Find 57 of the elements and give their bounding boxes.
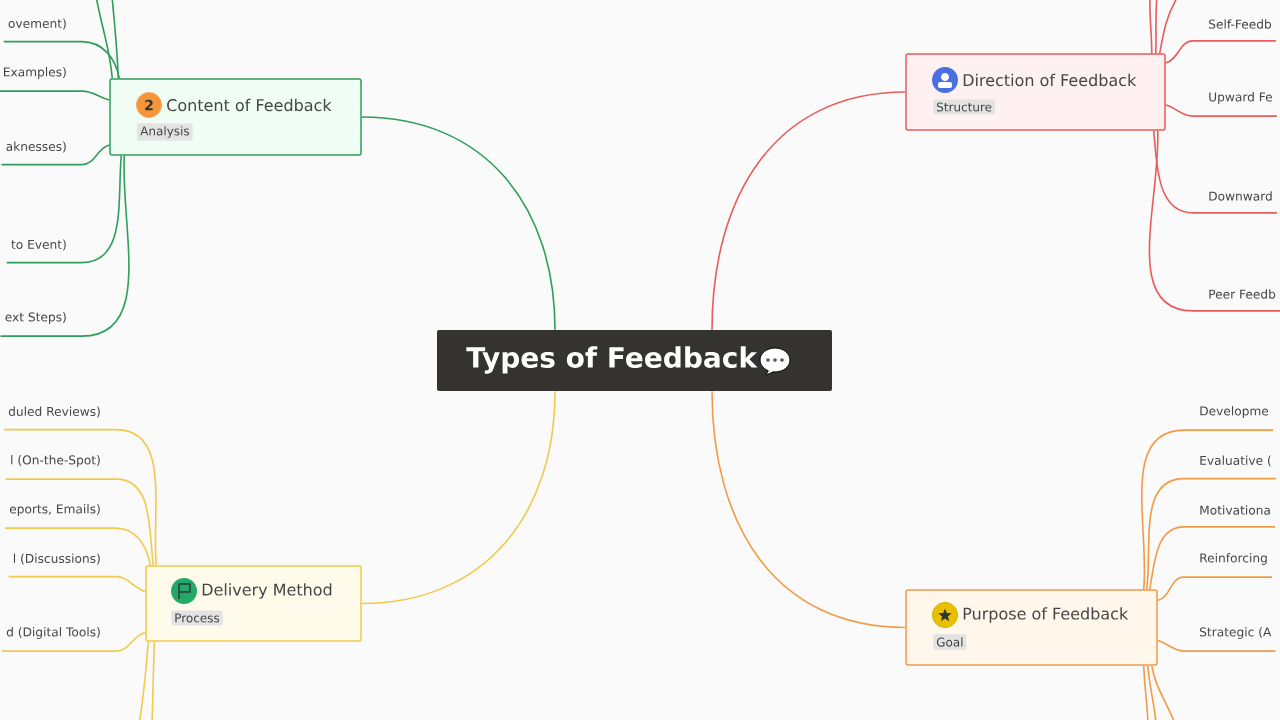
central-topic-box: Types of Feedback xyxy=(437,330,832,391)
branch-line xyxy=(1158,0,1179,55)
branch-line xyxy=(1142,664,1149,720)
branch-label: duled Reviews) xyxy=(8,406,100,418)
branch-label: Downward xyxy=(1209,191,1272,201)
branch-label: Peer Feedb xyxy=(1209,289,1276,299)
branch-line xyxy=(1150,664,1176,720)
branch-label: Evaluative ( xyxy=(1200,455,1271,467)
branch-label: Motivationa xyxy=(1200,505,1270,515)
branch-label: to Event) xyxy=(11,239,66,251)
tag-label: Structure xyxy=(933,99,996,115)
branch-label: aknesses) xyxy=(6,141,66,153)
branch-line xyxy=(2,40,121,80)
branch-line xyxy=(0,90,111,101)
branch-line xyxy=(1152,129,1278,214)
branch-line xyxy=(151,640,156,720)
branch-label: ovement) xyxy=(8,18,66,30)
branch-line xyxy=(1149,0,1153,55)
branch-line xyxy=(111,0,120,80)
branch-label: Examples) xyxy=(3,67,66,79)
branch-line xyxy=(711,91,907,331)
branch-label: Strategic (A xyxy=(1200,627,1272,639)
branch-label: l (Discussions) xyxy=(13,553,100,565)
branch-line xyxy=(138,640,150,720)
branch-line xyxy=(1141,429,1274,591)
branch-label: ext Steps) xyxy=(5,312,66,324)
tag-label: Analysis xyxy=(137,123,193,141)
branch-line xyxy=(1148,129,1280,312)
branch-line xyxy=(360,390,556,605)
branch-label: eports, Emails) xyxy=(9,504,100,516)
branch-label: l (On-the-Spot) xyxy=(11,455,100,467)
branch-line xyxy=(1156,576,1273,602)
branch-line xyxy=(1145,477,1277,591)
branch-line xyxy=(1,631,147,652)
branch-line xyxy=(6,154,123,264)
branch-label: Reinforcing xyxy=(1200,553,1267,565)
branch-line xyxy=(1146,664,1157,720)
branch-line xyxy=(7,575,147,593)
branch-line xyxy=(5,478,155,567)
branch-line xyxy=(360,116,556,331)
branch-line xyxy=(4,527,152,567)
branch-line xyxy=(1164,40,1277,64)
branch-label: d (Digital Tools) xyxy=(6,627,100,639)
branch-line xyxy=(711,390,907,629)
branch-label: Self-Feedb xyxy=(1209,19,1272,29)
branch-label: Developme xyxy=(1200,406,1269,418)
branch-label: Upward Fe xyxy=(1209,92,1272,104)
number-badge: 2 xyxy=(136,92,162,118)
branch-line xyxy=(1156,639,1277,652)
branch-line xyxy=(1164,104,1278,117)
branch-line xyxy=(95,0,114,80)
branch-line xyxy=(0,154,130,337)
tag-label: Goal xyxy=(933,634,967,650)
branch-line xyxy=(1154,0,1158,55)
branch-line xyxy=(1148,526,1276,591)
branch-line xyxy=(0,144,111,166)
branch-line xyxy=(3,428,158,567)
